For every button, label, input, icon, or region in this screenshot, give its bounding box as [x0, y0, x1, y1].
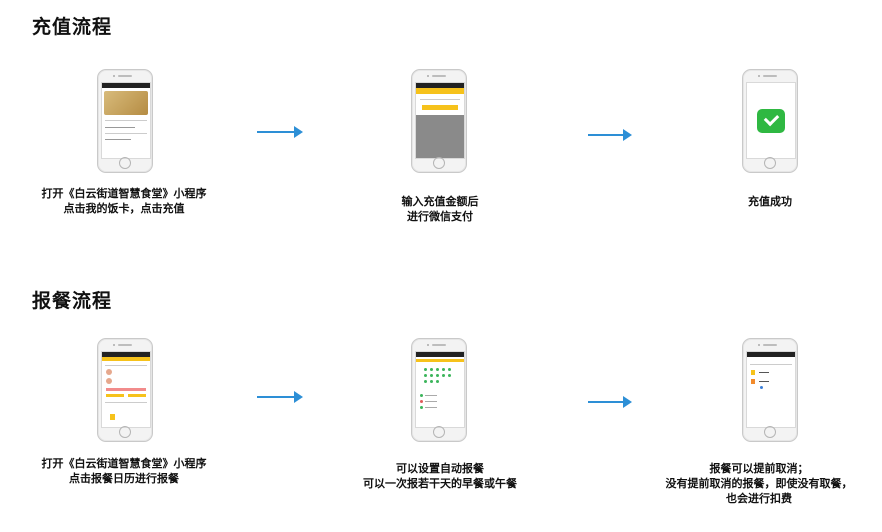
phone-mockup-recharge-amount — [411, 69, 467, 173]
phone-mockup-recharge-success — [742, 69, 798, 173]
phone-mockup-meal-calendar — [97, 338, 153, 442]
meal-step-2-caption: 可以设置自动报餐 可以一次报若干天的早餐或午餐 — [363, 462, 517, 490]
arrow-right-icon — [588, 127, 632, 143]
meal-step-1-caption: 打开《白云街道智慧食堂》小程序 点击报餐日历进行报餐 — [41, 457, 207, 485]
recharge-step-3-caption: 充值成功 — [748, 195, 792, 208]
recharge-step-1-caption: 打开《白云街道智慧食堂》小程序 点击我的饭卡，点击充值 — [41, 187, 207, 215]
meal-step-3-caption: 报餐可以提前取消； 没有提前取消的报餐，即使没有取餐， 也会进行扣费 — [665, 462, 853, 505]
arrow-right-icon — [257, 389, 303, 405]
phone-screen — [415, 351, 465, 428]
phone-screen — [746, 351, 796, 428]
phone-screen — [415, 82, 465, 159]
arrow-right-icon — [257, 124, 303, 140]
arrow-right-icon — [588, 394, 632, 410]
meal-card-image — [104, 91, 148, 115]
phone-screen — [746, 82, 796, 159]
phone-screen — [101, 351, 151, 428]
meal-section-title: 报餐流程 — [32, 290, 113, 312]
phone-mockup-cancel-meal — [742, 338, 798, 442]
phone-screen — [101, 82, 151, 159]
phone-mockup-my-card — [97, 69, 153, 173]
recharge-step-2-caption: 输入充值金额后 进行微信支付 — [401, 195, 479, 223]
recharge-section-title: 充值流程 — [32, 16, 113, 38]
phone-mockup-auto-meal — [411, 338, 467, 442]
wechat-pay-icon — [757, 109, 785, 133]
